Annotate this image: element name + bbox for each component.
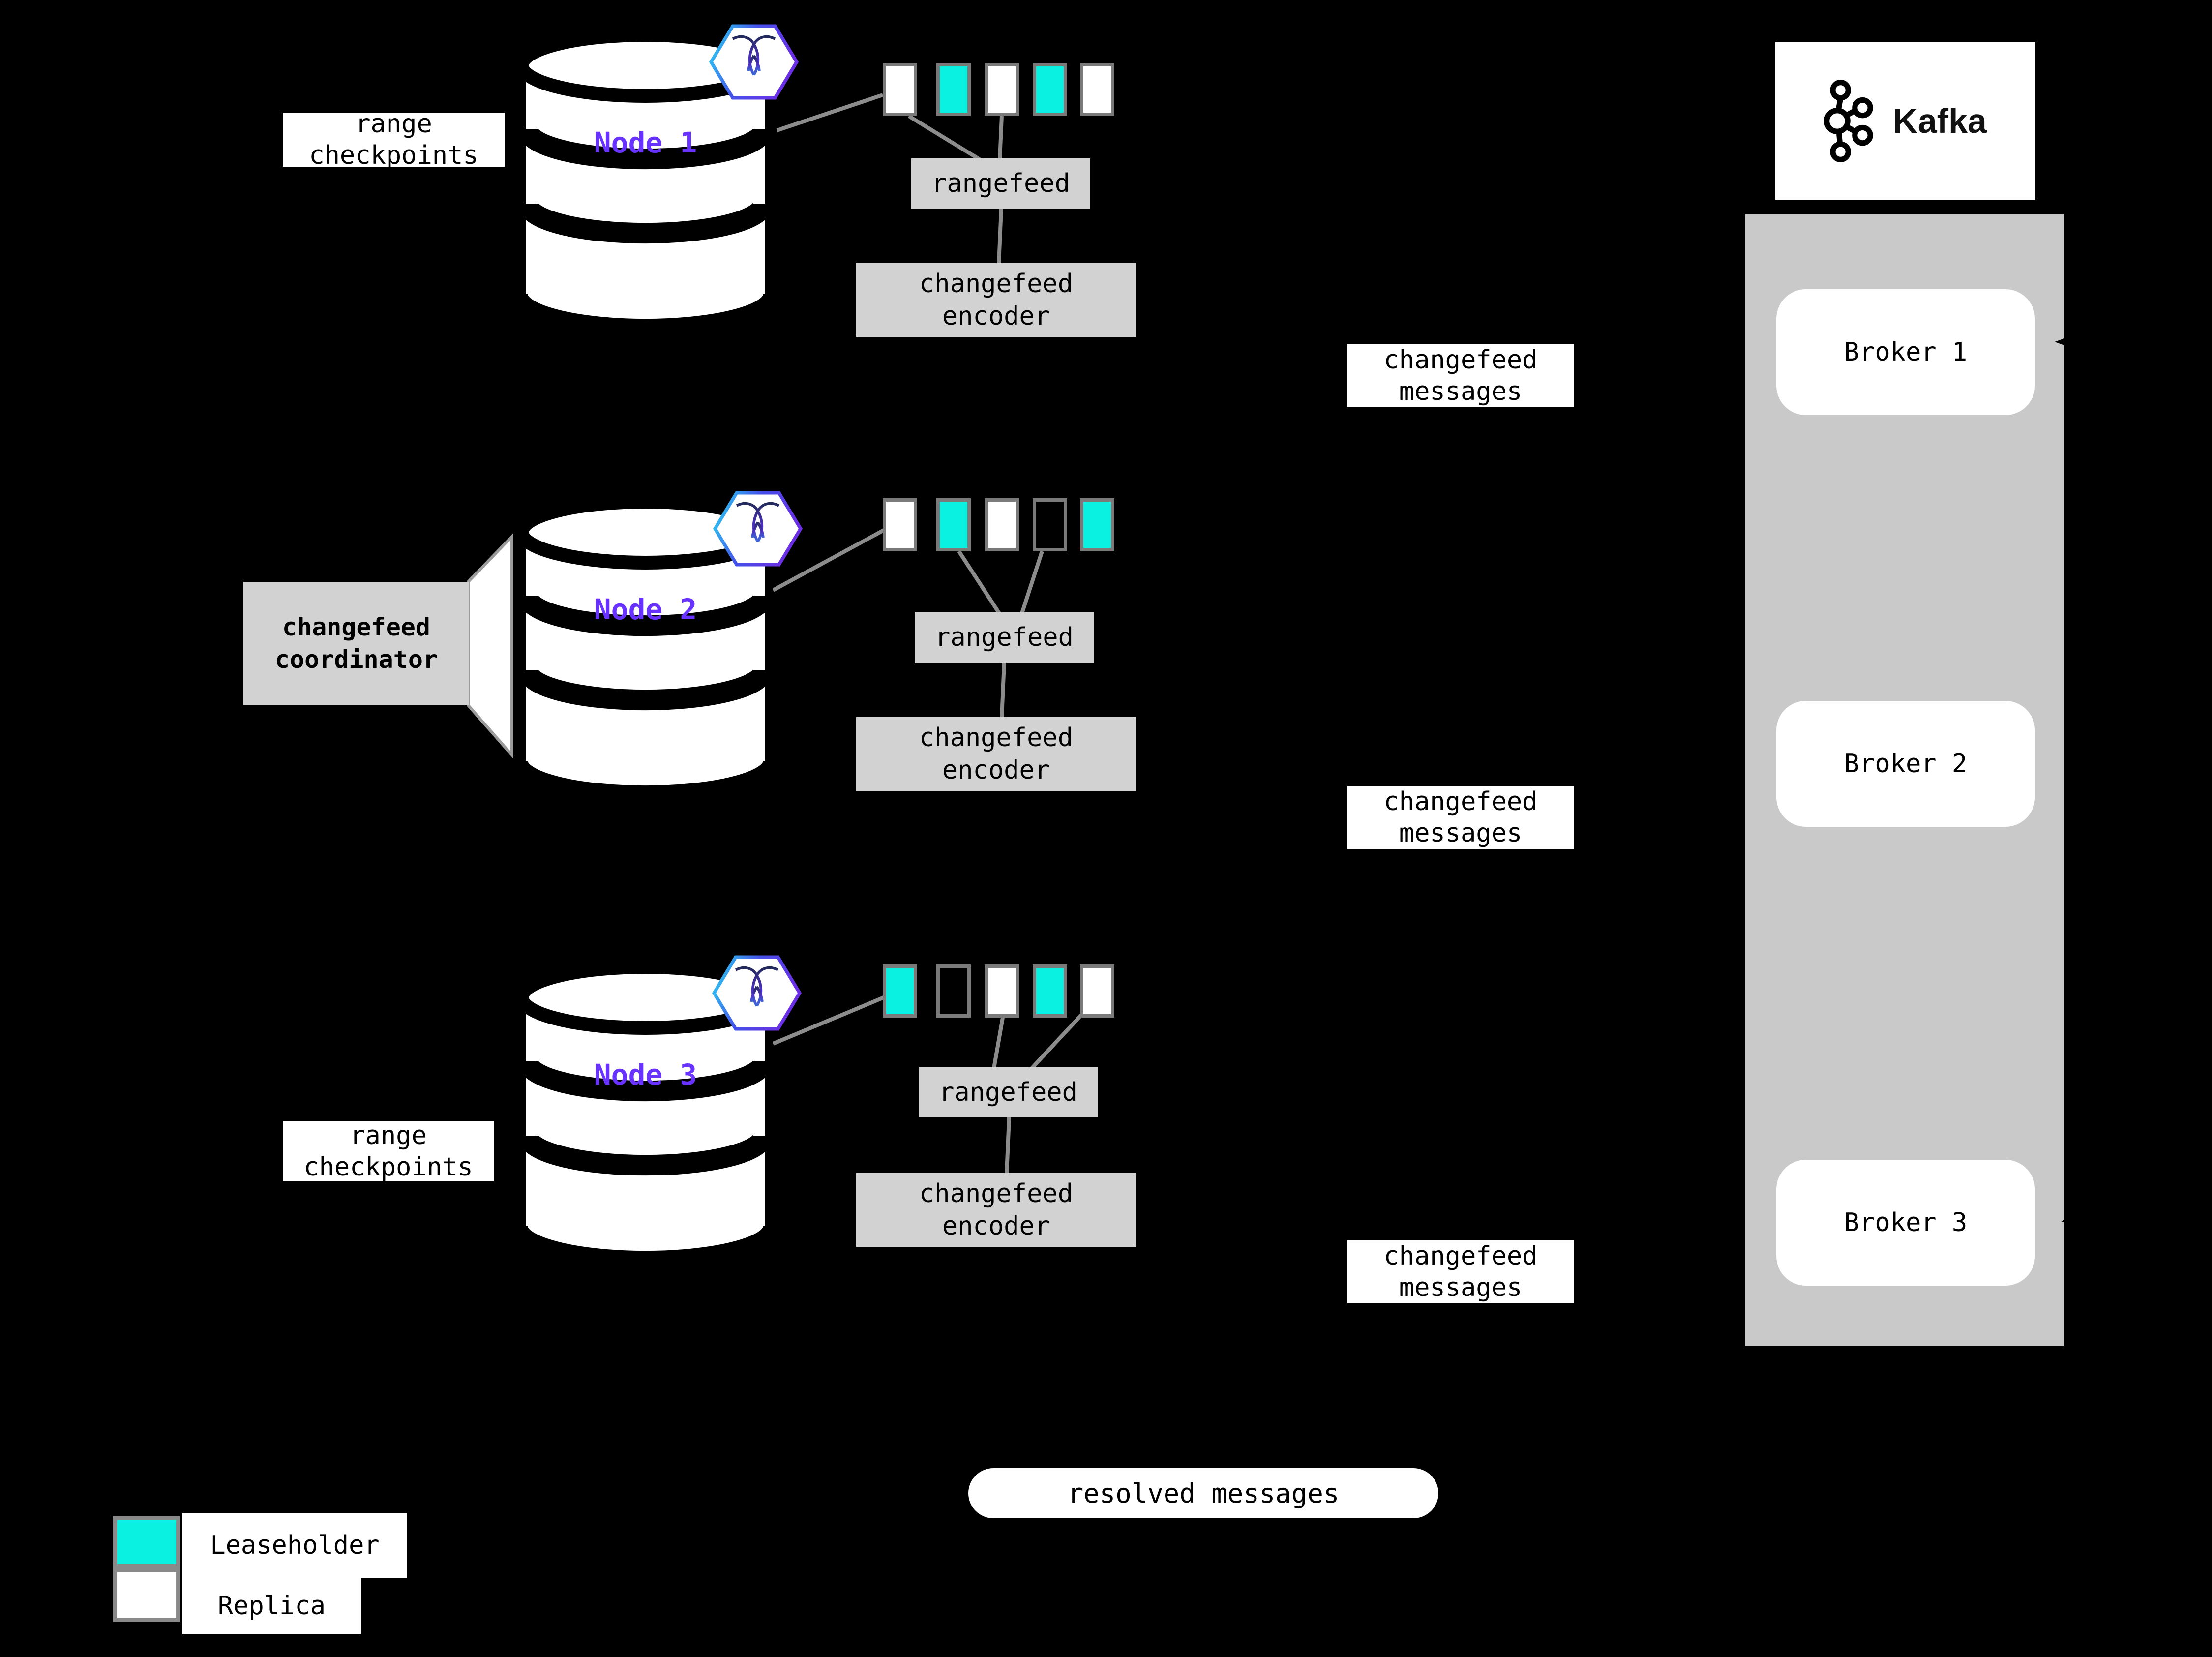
range-box — [985, 964, 1019, 1018]
connector-line — [992, 1017, 1005, 1069]
cockroachdb-logo-icon — [709, 24, 799, 100]
changefeed-messages-label: changefeed messages — [1347, 344, 1574, 407]
connector-line — [998, 116, 1004, 160]
range-box — [1080, 498, 1114, 551]
legend-swatch-replica — [113, 1568, 180, 1622]
range-box — [985, 63, 1019, 116]
range-box — [936, 63, 971, 116]
connector-line — [957, 550, 1001, 615]
cockroachdb-logo-icon — [712, 955, 802, 1031]
resolved-messages-pill: resolved messages — [968, 1468, 1438, 1518]
range-box — [1033, 498, 1067, 551]
node-label: Node 3 — [594, 1058, 697, 1091]
changefeed-encoder-box: changefeed encoder — [856, 263, 1136, 337]
changefeed-messages-line1: changefeed — [1383, 1241, 1538, 1271]
legend-swatch-leaseholder — [113, 1516, 180, 1568]
connector-line — [1005, 1117, 1011, 1175]
range-checkpoints-line1: range — [355, 109, 432, 139]
range-checkpoints-label: range checkpoints — [283, 109, 505, 170]
broker-label: Broker 1 — [1844, 337, 1968, 367]
changefeed-encoder-box: changefeed encoder — [856, 717, 1136, 791]
rangefeed-label: rangefeed — [939, 1078, 1077, 1107]
broker-box: Broker 3 — [1776, 1160, 2035, 1286]
kafka-logo: Kafka — [1775, 42, 2035, 200]
database-cylinder-icon — [515, 498, 776, 795]
range-box — [883, 498, 917, 551]
connector-line — [772, 528, 885, 592]
range-checkpoints-label: range checkpoints — [283, 1121, 494, 1182]
range-box — [936, 964, 971, 1018]
range-box — [1033, 63, 1067, 116]
range-box — [1080, 63, 1114, 116]
changefeed-messages-line1: changefeed — [1383, 345, 1538, 375]
legend-label-leaseholder: Leaseholder — [182, 1513, 407, 1578]
range-box — [883, 964, 917, 1018]
range-checkpoints-line2: checkpoints — [303, 1152, 473, 1182]
legend-label-text: Leaseholder — [210, 1531, 380, 1560]
connector-line — [997, 208, 1003, 265]
encoder-label-line2: encoder — [942, 301, 1050, 331]
rangefeed-box: rangefeed — [919, 1067, 1098, 1117]
coordinator-line2: coordinator — [274, 645, 438, 674]
changefeed-messages-line2: messages — [1399, 818, 1523, 848]
legend-label-text: Replica — [217, 1591, 326, 1621]
connector-line — [776, 93, 884, 132]
broker-box: Broker 2 — [1776, 701, 2035, 827]
kafka-brand-label: Kafka — [1893, 102, 1987, 140]
changefeed-encoder-box: changefeed encoder — [856, 1173, 1136, 1247]
range-checkpoints-line2: checkpoints — [309, 141, 478, 170]
range-box — [1080, 964, 1114, 1018]
cockroachdb-logo-icon — [713, 491, 803, 567]
coordinator-flag — [467, 533, 513, 758]
range-box — [1033, 964, 1067, 1018]
changefeed-coordinator-label: changefeed coordinator — [243, 582, 469, 705]
rangefeed-box: rangefeed — [915, 612, 1094, 663]
changefeed-messages-line1: changefeed — [1383, 787, 1538, 816]
changefeed-messages-label: changefeed messages — [1347, 786, 1574, 849]
changefeed-messages-label: changefeed messages — [1347, 1240, 1574, 1303]
encoder-label-line1: changefeed — [919, 723, 1074, 753]
node-label: Node 2 — [594, 593, 697, 626]
broker-box: Broker 1 — [1776, 289, 2035, 415]
encoder-label-line1: changefeed — [919, 269, 1074, 299]
node-label: Node 1 — [594, 126, 697, 159]
encoder-label-line1: changefeed — [919, 1179, 1074, 1208]
resolved-messages-label: resolved messages — [1067, 1477, 1340, 1509]
coordinator-line1: changefeed — [282, 613, 431, 641]
changefeed-messages-line2: messages — [1399, 377, 1523, 406]
rangefeed-label: rangefeed — [931, 169, 1070, 198]
rangefeed-box: rangefeed — [911, 158, 1090, 209]
connector-line — [772, 995, 885, 1046]
connector-line — [1000, 662, 1006, 719]
database-cylinder-icon — [515, 31, 776, 329]
range-box — [936, 498, 971, 551]
broker-label: Broker 3 — [1844, 1208, 1968, 1237]
range-checkpoints-line1: range — [350, 1121, 427, 1150]
range-box — [883, 63, 917, 116]
broker-label: Broker 2 — [1844, 749, 1968, 779]
connector-line — [1030, 1010, 1086, 1070]
rangefeed-label: rangefeed — [935, 623, 1074, 652]
kafka-icon — [1824, 80, 1873, 162]
connector-line — [907, 114, 981, 161]
connector-line — [1020, 550, 1044, 614]
encoder-label-line2: encoder — [942, 1211, 1050, 1241]
legend-label-replica: Replica — [182, 1578, 361, 1634]
database-cylinder-icon — [515, 963, 776, 1261]
range-box — [985, 498, 1019, 551]
changefeed-messages-line2: messages — [1399, 1273, 1523, 1302]
encoder-label-line2: encoder — [942, 755, 1050, 785]
